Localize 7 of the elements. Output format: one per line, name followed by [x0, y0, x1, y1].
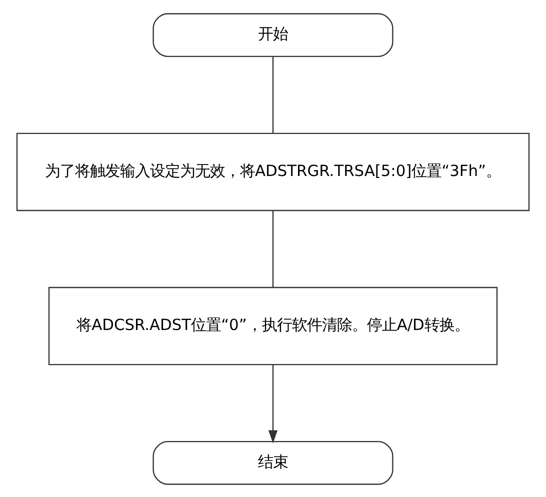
arrow [268, 364, 278, 443]
node-box: 开始 [152, 12, 394, 56]
connector [272, 210, 274, 287]
node-box: 为了将触发输入设定为无效，将ADSTRGR.TRSA[5:0]位置“3Fh”。 [16, 132, 530, 211]
node-box: 将ADCSR.ADST位置“0”，执行软件清除。停止A/D转换。 [48, 286, 498, 365]
connector [272, 56, 274, 133]
node-box: 结束 [152, 440, 394, 484]
